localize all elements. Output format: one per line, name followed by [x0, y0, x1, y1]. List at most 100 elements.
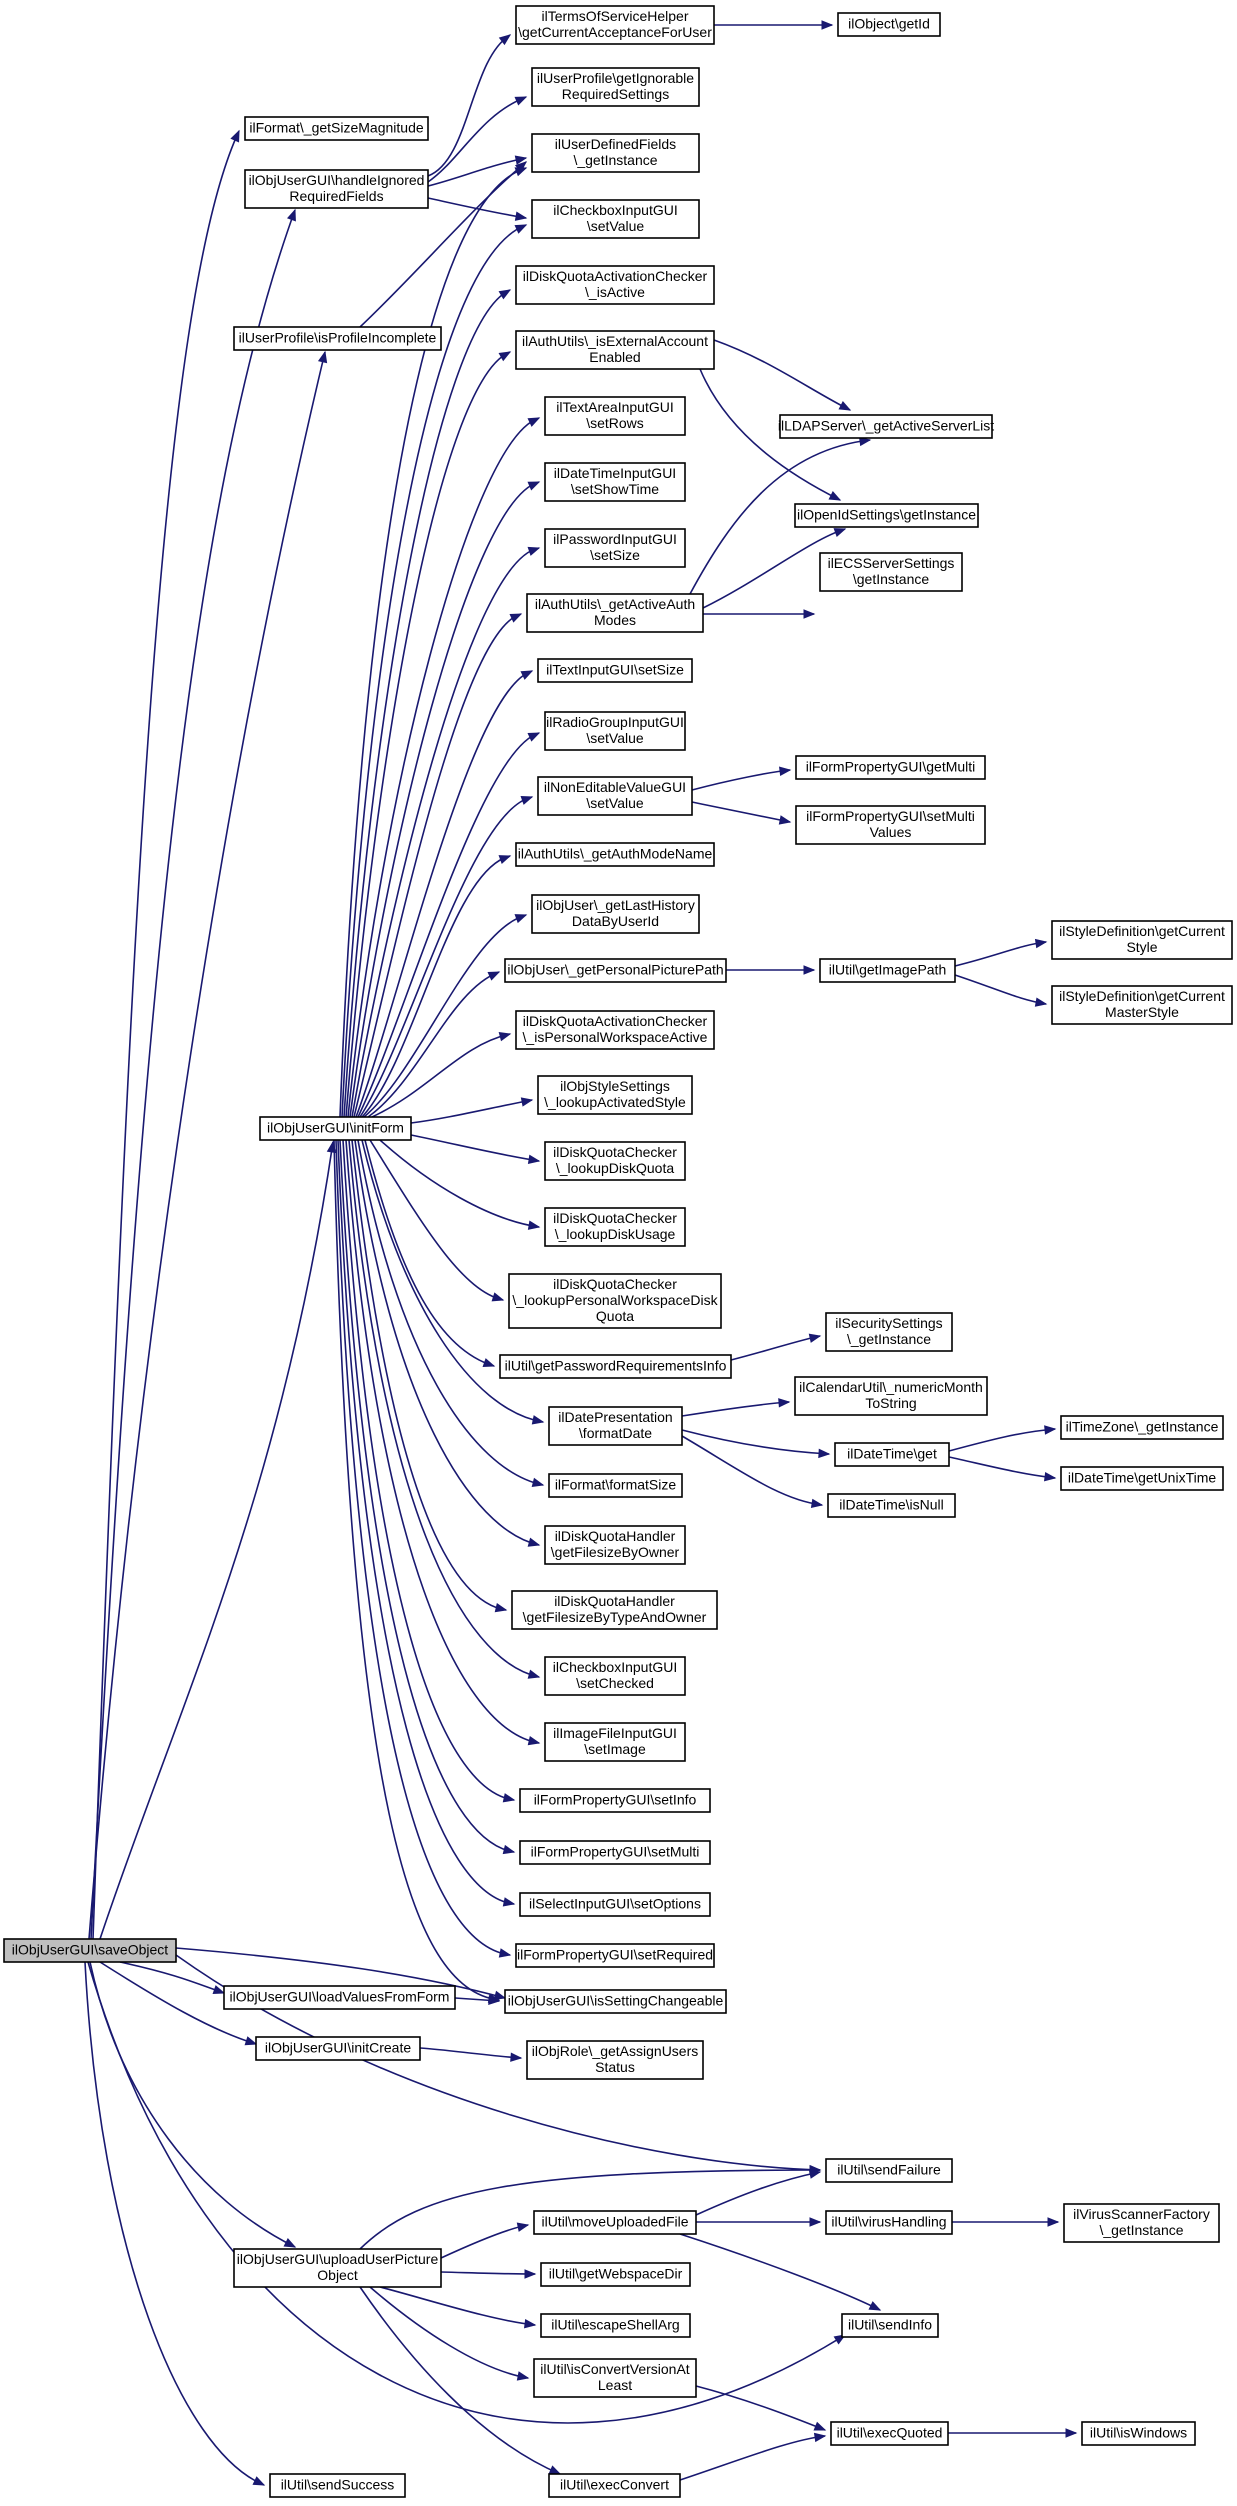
node-n44[interactable]: ilLDAPServer\_getActiveServerList: [778, 414, 994, 439]
edge-n22-n47: [691, 766, 792, 791]
node-n1[interactable]: ilFormat\_getSizeMagnitude: [244, 116, 429, 141]
node-label: \_getInstance: [573, 152, 657, 168]
node-n34[interactable]: ilDiskQuotaHandler\getFilesizeByOwner: [544, 1525, 686, 1565]
node-label: ilCheckboxInputGUI: [553, 202, 678, 218]
node-n6[interactable]: ilObjUserGUI\initCreate: [255, 2036, 421, 2061]
node-n65[interactable]: ilUtil\sendInfo: [841, 2313, 939, 2338]
node-label: ilObjUserGUI\uploadUserPicture: [237, 2251, 439, 2267]
node-n60[interactable]: ilUtil\getWebspaceDir: [540, 2262, 691, 2287]
node-label: ilSelectInputGUI\setOptions: [529, 1896, 701, 1912]
node-n47[interactable]: ilFormPropertyGUI\getMulti: [795, 755, 986, 780]
node-n55[interactable]: ilDateTime\isNull: [827, 1493, 956, 1518]
node-n36[interactable]: ilCheckboxInputGUI\setChecked: [544, 1656, 686, 1696]
node-n54[interactable]: ilDateTime\get: [834, 1442, 950, 1467]
node-n57[interactable]: ilDateTime\getUnixTime: [1060, 1466, 1224, 1491]
node-n16[interactable]: ilTextAreaInputGUI\setRows: [544, 396, 686, 436]
node-n8[interactable]: ilUtil\sendSuccess: [269, 2473, 406, 2498]
node-n27[interactable]: ilObjStyleSettings\_lookupActivatedStyle: [537, 1075, 693, 1115]
edge-n59-n58: [695, 2169, 822, 2216]
node-n63[interactable]: ilUtil\execConvert: [548, 2473, 681, 2498]
node-n30[interactable]: ilDiskQuotaChecker\_lookupPersonalWorksp…: [508, 1273, 722, 1329]
node-label: ilLDAPServer\_getActiveServerList: [778, 418, 994, 434]
node-box: [825, 2210, 953, 2235]
node-label: ilObject\getId: [848, 16, 930, 32]
node-n17[interactable]: ilDateTimeInputGUI\setShowTime: [544, 462, 686, 502]
edge-n66-n68: [947, 2428, 1078, 2438]
node-n13[interactable]: ilCheckboxInputGUI\setValue: [531, 199, 700, 239]
node-n56[interactable]: ilTimeZone\_getInstance: [1060, 1415, 1224, 1440]
node-n31[interactable]: ilUtil\getPasswordRequirementsInfo: [499, 1354, 732, 1379]
node-box: [537, 776, 693, 816]
node-n4[interactable]: ilObjUserGUI\initForm: [259, 1116, 412, 1141]
node-label: Style: [1126, 939, 1157, 955]
node-n64[interactable]: ilUtil\virusHandling: [825, 2210, 953, 2235]
node-n11[interactable]: ilUserProfile\getIgnorableRequiredSettin…: [531, 67, 700, 107]
node-n5[interactable]: ilObjUserGUI\loadValuesFromForm: [223, 1985, 456, 2010]
node-n20[interactable]: ilTextInputGUI\setSize: [537, 658, 693, 683]
edge-n4-n21: [357, 732, 541, 1118]
node-n14[interactable]: ilDiskQuotaActivationChecker\_isActive: [515, 265, 715, 305]
node-box: [526, 593, 704, 633]
node-n33[interactable]: ilFormat\formatSize: [548, 1473, 683, 1498]
node-n32[interactable]: ilDatePresentation\formatDate: [548, 1406, 683, 1446]
node-n38[interactable]: ilFormPropertyGUI\setInfo: [519, 1788, 711, 1813]
edge-n4-n27: [410, 1097, 534, 1124]
node-n21[interactable]: ilRadioGroupInputGUI\setValue: [544, 711, 686, 751]
node-n45[interactable]: ilOpenIdSettings\getInstance: [794, 503, 979, 528]
node-n29[interactable]: ilDiskQuotaChecker\_lookupDiskUsage: [544, 1207, 686, 1247]
node-n26[interactable]: ilDiskQuotaActivationChecker\_isPersonal…: [515, 1010, 715, 1050]
node-box: [504, 1989, 727, 2014]
node-n68[interactable]: ilUtil\isWindows: [1081, 2421, 1196, 2446]
node-n66[interactable]: ilUtil\execQuoted: [830, 2421, 949, 2446]
node-n28[interactable]: ilDiskQuotaChecker\_lookupDiskQuota: [544, 1141, 686, 1181]
node-n41[interactable]: ilFormPropertyGUI\setRequired: [515, 1943, 715, 1968]
node-n61[interactable]: ilUtil\escapeShellArg: [540, 2313, 691, 2338]
node-n59[interactable]: ilUtil\moveUploadedFile: [533, 2210, 697, 2235]
node-box: [269, 2473, 406, 2498]
node-label: ilUtil\execConvert: [560, 2477, 669, 2493]
node-label: ilDiskQuotaChecker: [553, 1276, 677, 1292]
edge-n4-n17: [349, 481, 541, 1118]
node-n18[interactable]: ilPasswordInputGUI\setSize: [544, 528, 686, 568]
node-n12[interactable]: ilUserDefinedFields\_getInstance: [531, 133, 700, 173]
node-n3[interactable]: ilUserProfile\isProfileIncomplete: [233, 326, 442, 351]
edge-n9-n10: [714, 20, 834, 30]
node-n42[interactable]: ilObjUserGUI\isSettingChangeable: [504, 1989, 727, 2014]
edge-n4-n38: [342, 1139, 516, 1803]
node-label: ilDiskQuotaActivationChecker: [523, 1013, 708, 1029]
edge-n32-n54: [681, 1429, 831, 1459]
node-n67[interactable]: ilVirusScannerFactory\_getInstance: [1063, 2203, 1220, 2243]
node-n52[interactable]: ilSecuritySettings\_getInstance: [825, 1312, 953, 1352]
node-n23[interactable]: ilAuthUtils\_getAuthModeName: [515, 842, 715, 867]
edge-n4-n37: [345, 1139, 541, 1746]
node-label: ilDateTime\get: [847, 1446, 937, 1462]
node-n58[interactable]: ilUtil\sendFailure: [825, 2158, 953, 2183]
node-box: [548, 2473, 681, 2498]
node-n22[interactable]: ilNonEditableValueGUI\setValue: [537, 776, 693, 816]
node-n37[interactable]: ilImageFileInputGUI\setImage: [544, 1722, 686, 1762]
node-n0[interactable]: ilObjUserGUI\saveObject: [3, 1938, 177, 1963]
node-n10[interactable]: ilObject\getId: [837, 12, 941, 37]
node-label: ilObjUserGUI\loadValuesFromForm: [230, 1989, 450, 2005]
node-n25[interactable]: ilObjUser\_getPersonalPicturePath: [504, 958, 727, 983]
node-box: [544, 462, 686, 502]
node-n39[interactable]: ilFormPropertyGUI\setMulti: [519, 1840, 711, 1865]
node-n49[interactable]: ilUtil\getImagePath: [819, 958, 956, 983]
node-box: [544, 711, 686, 751]
node-n40[interactable]: ilSelectInputGUI\setOptions: [519, 1892, 711, 1917]
node-label: \setRows: [586, 415, 644, 431]
node-n35[interactable]: ilDiskQuotaHandler\getFilesizeByTypeAndO…: [511, 1590, 718, 1630]
node-n9[interactable]: ilTermsOfServiceHelper\getCurrentAccepta…: [515, 5, 715, 45]
node-n46[interactable]: ilECSServerSettings\getInstance: [819, 552, 963, 592]
